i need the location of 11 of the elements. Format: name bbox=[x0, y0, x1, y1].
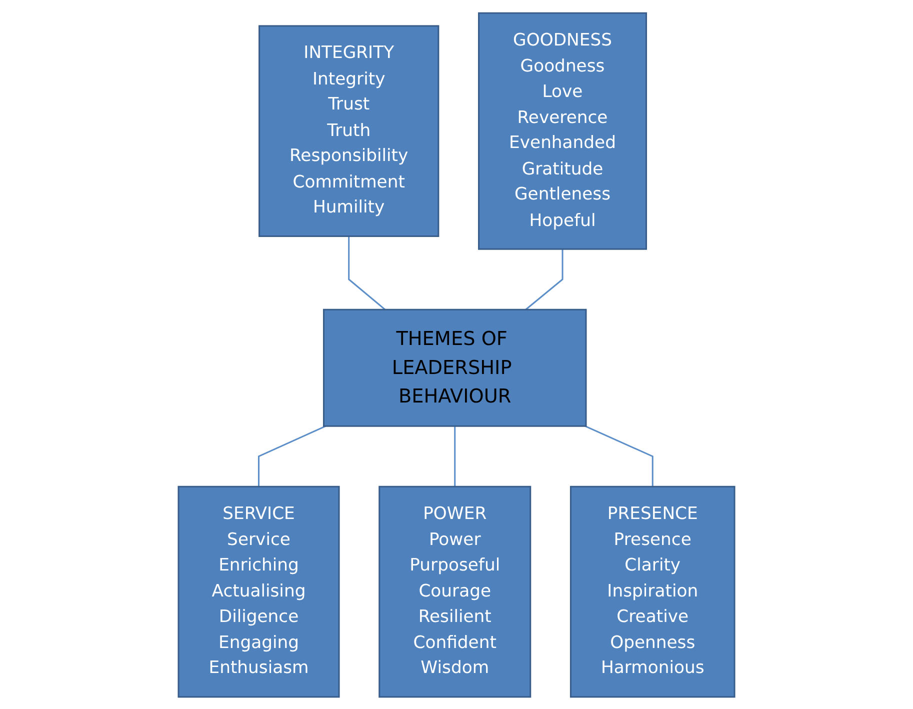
node-box: INTEGRITY Integrity Trust Truth Responsibility Commitment Humility bbox=[258, 24, 440, 236]
node-box: THEMES OF LEADERSHIP BEHAVIOUR bbox=[322, 308, 587, 426]
connector bbox=[348, 236, 386, 310]
connector bbox=[584, 424, 654, 486]
connector bbox=[525, 248, 564, 310]
connector bbox=[454, 426, 456, 486]
node-box: SERVICE Service Enriching Actualising Diligence Engaging Enthusiasm bbox=[178, 485, 340, 698]
node-box: POWER Power Purposeful Courage Resilient Confident Wisdom bbox=[378, 485, 532, 698]
node-box: PRESENCE Presence Clarity Inspiration Creative Openness Harmonious bbox=[570, 485, 736, 698]
node-box: GOODNESS Goodness Love Reverence Evenhanded Gratitude Gentleness Hopeful bbox=[478, 12, 648, 250]
connector bbox=[258, 424, 326, 486]
